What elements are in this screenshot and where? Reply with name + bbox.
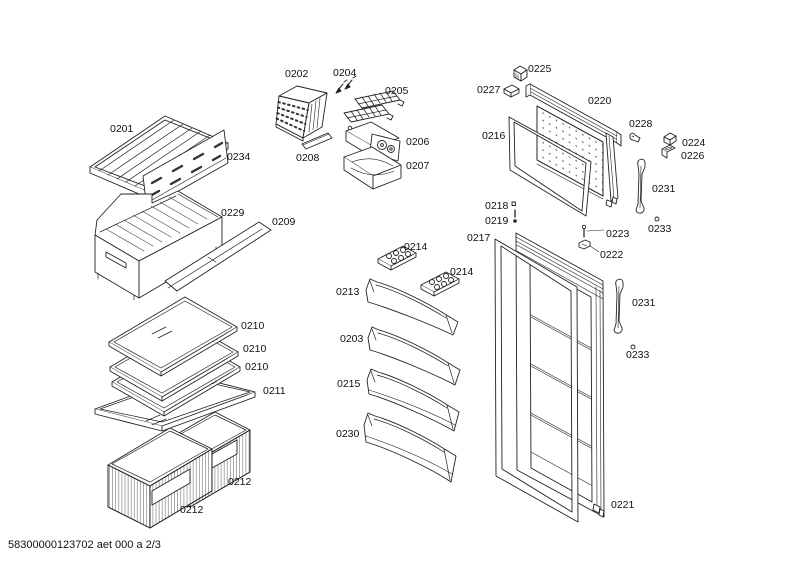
part-label-0212: 0212 xyxy=(228,476,252,488)
part-0209-drawing xyxy=(164,221,272,292)
part-label-0217: 0217 xyxy=(467,232,491,244)
part-0213-drawing xyxy=(365,278,459,336)
part-0202-drawing xyxy=(275,85,328,142)
part-label-0213: 0213 xyxy=(336,286,360,298)
part-label-0224: 0224 xyxy=(682,137,706,149)
part-0234-drawing xyxy=(142,129,229,210)
part-0229-drawing xyxy=(94,190,223,301)
part-0233-lower-drawing xyxy=(630,344,636,350)
part-label-0231: 0231 xyxy=(652,183,676,195)
part-0212-front-basket-drawing xyxy=(107,427,213,529)
part-label-0203: 0203 xyxy=(340,333,364,345)
part-0223-drawing xyxy=(581,224,605,238)
part-label-0209: 0209 xyxy=(272,216,296,228)
part-label-0233: 0233 xyxy=(626,349,650,361)
part-label-0211: 0211 xyxy=(263,385,286,397)
leader-line-0222 xyxy=(589,245,600,253)
part-label-0208: 0208 xyxy=(296,152,320,164)
part-label-0210: 0210 xyxy=(245,361,269,373)
part-label-0216: 0216 xyxy=(482,130,506,142)
part-0205-drawing xyxy=(354,90,405,109)
part-label-0225: 0225 xyxy=(528,63,552,75)
part-0227-drawing xyxy=(503,84,520,98)
part-0222-drawing xyxy=(578,239,600,253)
part-label-0223: 0223 xyxy=(606,228,630,240)
part-0226-drawing xyxy=(661,144,676,159)
part-label-0228: 0228 xyxy=(629,118,653,130)
part-label-0206: 0206 xyxy=(406,136,430,148)
part-label-0210: 0210 xyxy=(243,343,267,355)
part-0231-drawing xyxy=(635,158,646,214)
document-code: 58300000123702 aet 000 a 2/3 xyxy=(8,539,161,551)
part-label-0222: 0222 xyxy=(600,249,624,261)
part-0230-drawing xyxy=(363,412,457,483)
part-label-0214: 0214 xyxy=(404,241,428,253)
part-label-0226: 0226 xyxy=(681,150,705,162)
part-label-0218: 0218 xyxy=(485,200,509,212)
part-label-0212: 0212 xyxy=(180,504,204,516)
part-0210-shelf1-drawing xyxy=(108,296,238,377)
part-0214-drawing xyxy=(377,245,417,271)
part-0203-drawing xyxy=(367,326,461,386)
part-0225-drawing xyxy=(513,65,528,82)
part-label-0220: 0220 xyxy=(588,95,612,107)
leader-line-0223 xyxy=(586,229,605,232)
part-0217-drawing xyxy=(494,238,579,523)
part-label-0229: 0229 xyxy=(221,207,245,219)
part-label-0210: 0210 xyxy=(241,320,265,332)
part-0215-drawing xyxy=(366,368,460,432)
part-0218-drawing xyxy=(511,201,516,206)
part-0233-upper-drawing xyxy=(654,216,660,222)
part-label-0227: 0227 xyxy=(477,84,501,96)
part-0224-drawing xyxy=(663,132,677,146)
part-label-0234: 0234 xyxy=(227,151,251,163)
part-label-0205: 0205 xyxy=(385,85,409,97)
part-label-0233: 0233 xyxy=(648,223,672,235)
part-label-0231: 0231 xyxy=(632,297,656,309)
part-label-0201: 0201 xyxy=(110,123,134,135)
part-label-0214: 0214 xyxy=(450,266,474,278)
part-0208-drawing xyxy=(301,132,333,150)
part-label-0230: 0230 xyxy=(336,428,360,440)
part-0221-drawing xyxy=(515,232,605,518)
part-0204-drawing xyxy=(335,75,357,94)
part-label-0219: 0219 xyxy=(485,215,509,227)
part-label-0221: 0221 xyxy=(611,499,635,511)
part-label-0215: 0215 xyxy=(337,378,361,390)
part-label-0204: 0204 xyxy=(333,67,357,79)
part-0219-drawing xyxy=(513,209,517,223)
part-label-0207: 0207 xyxy=(406,160,430,172)
part-0228-drawing xyxy=(629,132,641,143)
part-0207-drawing xyxy=(343,146,402,190)
part-label-0202: 0202 xyxy=(285,68,309,80)
part-0216-drawing xyxy=(508,116,592,217)
